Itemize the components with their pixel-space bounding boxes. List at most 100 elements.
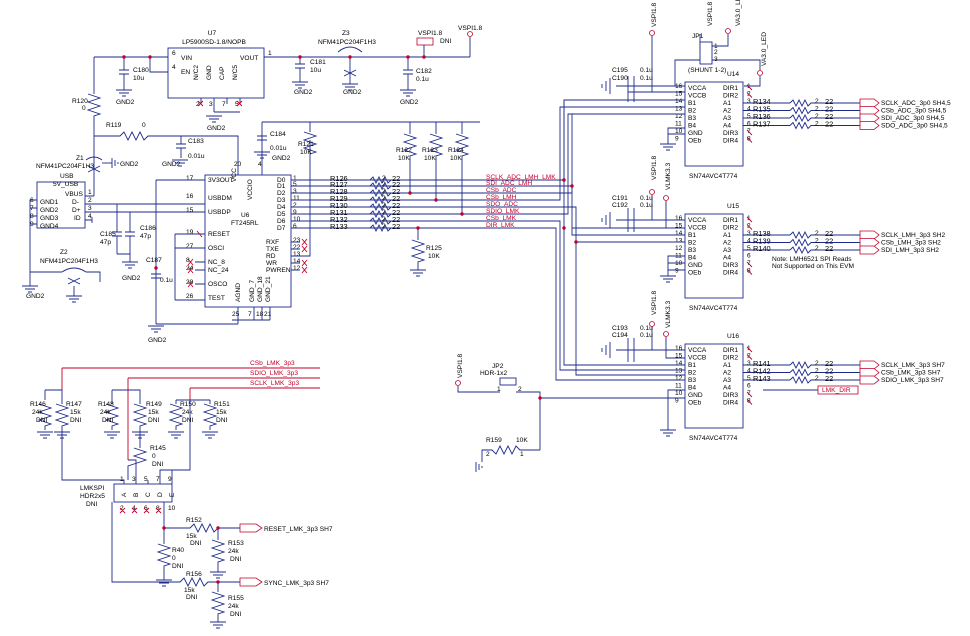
u14-lpin-6: GND: [688, 130, 703, 137]
usb-ref: USB: [60, 173, 74, 180]
u16-lpin-7: OEb: [688, 400, 702, 407]
r147-val: 15k: [70, 409, 81, 416]
r120-ref: R120: [72, 98, 88, 105]
u14-lnum-4: 12: [675, 113, 683, 120]
usb-pin-gnd2: GND2: [40, 207, 59, 214]
jp2-ref: JP2: [492, 363, 504, 370]
u7-pin-vin: VIN: [181, 55, 192, 62]
u16-body: [684, 343, 744, 429]
r149-dni: DNI: [148, 417, 160, 424]
u6-right-pin-7: D7: [277, 225, 286, 232]
u16-rpin-0: DIR1: [723, 347, 738, 354]
u6-num-21: 21: [264, 311, 272, 318]
lmkspi-bot-3: 8: [156, 505, 160, 512]
u14-rnum-2: 3: [747, 98, 751, 105]
u16-rpin-2: A1: [723, 362, 731, 369]
lmk-dir-net: LMK_DIR: [822, 387, 851, 394]
c194-ref: C194: [612, 332, 628, 339]
r129-ref: R129: [330, 194, 348, 203]
r142-val: 22: [825, 367, 833, 376]
r156-dni: DNI: [186, 594, 198, 601]
bus-net-4: SDO_ADC: [486, 201, 518, 208]
r126-val: 22: [392, 174, 400, 183]
r126-pin2: 2: [382, 175, 386, 182]
r127-ref: R127: [330, 180, 348, 189]
u15-lpin-7: OEb: [688, 270, 702, 277]
u6-pin-gnd21: GND_21: [265, 276, 272, 302]
u14-lnum-6: 10: [675, 128, 683, 135]
u7-num-7: 7: [222, 101, 226, 108]
usb-connector: [36, 181, 86, 229]
r137-pin2: 2: [815, 121, 819, 128]
u16-lnum-7: 9: [675, 398, 679, 405]
usb-pin-gnd1: GND1: [40, 199, 59, 206]
z3-gnd2: GND2: [343, 89, 362, 96]
c184-ref: C184: [270, 131, 286, 138]
u15-vspi18: VSPI1.8: [651, 155, 658, 180]
note-line2: Not Supported on This EVM: [772, 263, 854, 270]
usb-pin-gnd3: GND3: [40, 215, 59, 222]
u16-supply: VSPI1.8 VLMK3.3 C193 0.1u C194 0.1u VSPI…: [455, 290, 685, 472]
r142-ref: R142: [753, 367, 771, 376]
u16-lnum-5: 11: [675, 383, 682, 390]
u16-rnum-2: 3: [747, 360, 751, 367]
lmkspi-ref: LMKSPI: [80, 485, 104, 492]
r147-dni: DNI: [70, 417, 82, 424]
u14-rnum-3: 4: [747, 106, 751, 113]
u6-left-pin-6: NC_24: [208, 267, 229, 274]
r140-pin2: 2: [815, 245, 819, 252]
r128-pin2: 2: [382, 188, 386, 195]
r152-val: 15k: [186, 533, 197, 540]
r130-ref: R130: [330, 201, 348, 210]
u6-right-num-9: 22: [293, 244, 301, 251]
u14-rnum-5: 6: [747, 121, 751, 128]
r121-val: 10K: [300, 149, 312, 156]
lmkspi-col-0: A: [121, 492, 128, 497]
u6-left-num-5: 8: [186, 257, 190, 264]
r120-val: 0: [82, 105, 86, 112]
u6-pin-gnd7: GND_7: [249, 280, 256, 302]
bus-net-2: CSb_ADC: [486, 187, 517, 194]
u14-lpin-4: B3: [688, 115, 696, 122]
usb-part: 5V_USB: [53, 181, 79, 188]
u6-body: [204, 174, 292, 308]
u14-supply: VSPI1.8 C195 0.1u C190 0.1u JP1 (SHUNT 1…: [601, 0, 768, 151]
u15-rpin-7: DIR4: [723, 270, 738, 277]
u6-left-pin-2: USBDP: [208, 209, 231, 216]
u16-out-0: SCLK_LMK_3p3 SH7: [881, 362, 945, 369]
u16-rnum-3: 4: [747, 368, 751, 375]
lmkspi-bot-4: 10: [168, 505, 176, 512]
r151-val: 15k: [216, 409, 227, 416]
u15-rpin-5: A4: [723, 255, 731, 262]
u6-right-num-6: 10: [293, 216, 301, 223]
u6-right-pin-1: D1: [277, 183, 286, 190]
u6-right-pin-6: D6: [277, 218, 286, 225]
r138-ref: R138: [753, 229, 771, 238]
usb-num-1: 1: [88, 189, 92, 196]
r125-ref: R125: [426, 245, 442, 252]
r151-ref: R151: [214, 401, 230, 408]
usb-num-4: 4: [88, 213, 92, 220]
r136-ref: R136: [753, 112, 771, 121]
r119-val: 0: [142, 122, 146, 129]
r148-dni: DNI: [102, 417, 114, 424]
c184-val: 0.01u: [270, 145, 287, 152]
u16-lpin-2: B1: [688, 362, 696, 369]
z2-ref: Z2: [60, 249, 68, 256]
u14-out-2: SDI_ADC_3p0 SH4,5: [881, 115, 945, 122]
r132-ref: R132: [330, 215, 348, 224]
r135-pin2: 2: [815, 106, 819, 113]
r130-val: 22: [392, 201, 400, 210]
net-sdio-lmk-3p3: SDIO_LMK_3p3: [250, 370, 298, 377]
u14-lnum-7: 9: [675, 136, 679, 143]
r150-dni: DNI: [182, 417, 194, 424]
lmk-dir-port: [817, 385, 859, 395]
r159-pin1: 1: [520, 451, 524, 458]
u6-right-num-11: 14: [293, 258, 301, 265]
u16-vlmk33: VLMK3.3: [665, 301, 672, 328]
c180-ref: C180: [133, 67, 149, 74]
u7-body: [167, 47, 265, 99]
c190-ref: C190: [612, 75, 628, 82]
usb-pin-dp: D+: [72, 207, 81, 214]
jp1-ref: JP1: [692, 33, 704, 40]
